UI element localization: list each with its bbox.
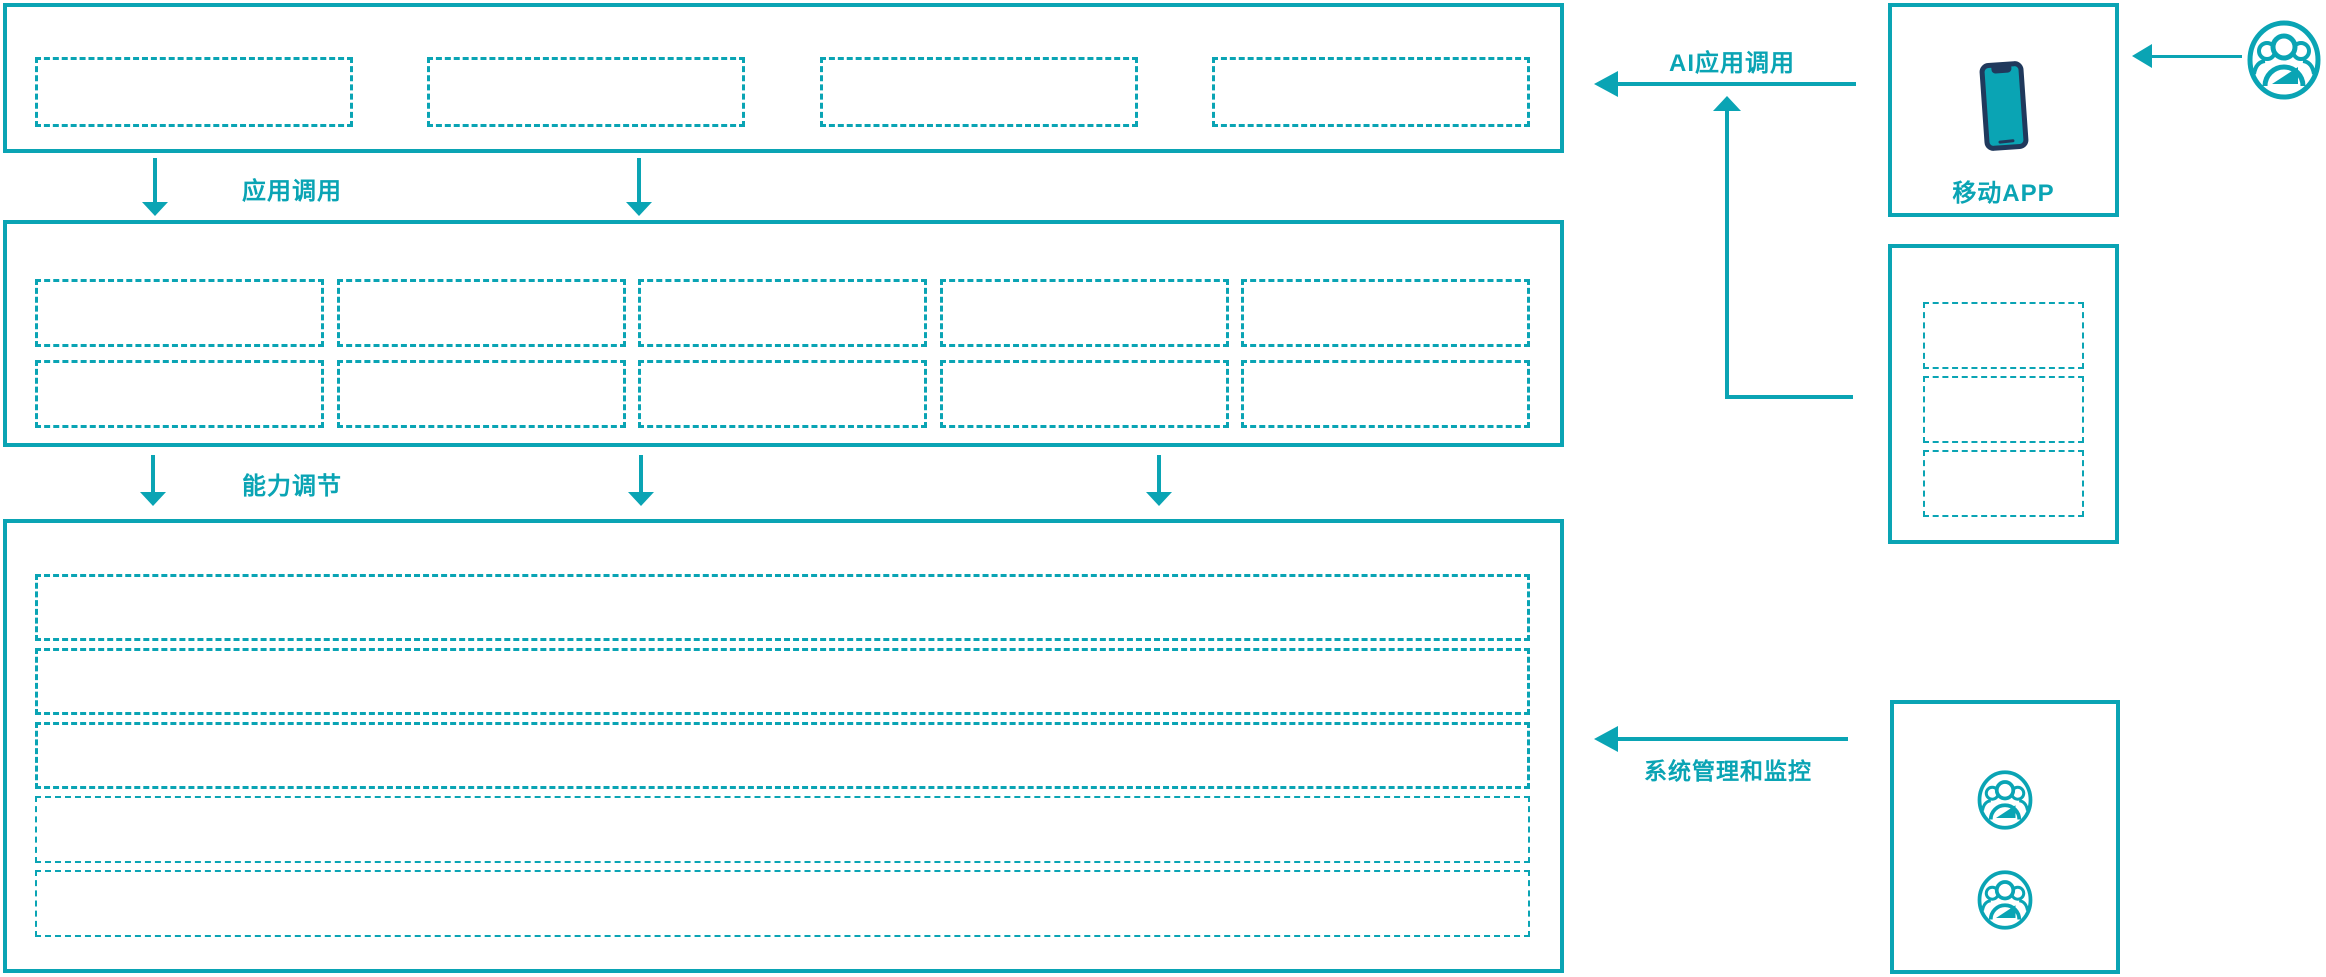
connector-elbow-segment (1726, 395, 1853, 399)
capability-placeholder-2 (336, 279, 626, 347)
arrowhead-down-icon (628, 492, 654, 506)
arrowhead-left-icon (1594, 726, 1618, 752)
label-mobile-app: 移动APP (1952, 180, 2055, 207)
platform-placeholder-2 (35, 648, 1530, 715)
application-placeholder-1 (35, 57, 353, 127)
capability-row-1 (35, 279, 1530, 347)
label-system-monitor: 系统管理和监控 (1644, 758, 1812, 784)
label-app-call: 应用调用 (242, 178, 342, 205)
arrow-down-capability-3 (1145, 455, 1173, 506)
platform-layer-placeholders (7, 523, 1560, 937)
platform-layer-box (3, 519, 1564, 973)
platform-placeholder-3 (35, 722, 1530, 789)
application-placeholder-2 (427, 57, 746, 127)
capability-layer-placeholders (7, 224, 1560, 428)
capability-layer-box (3, 220, 1564, 447)
service-placeholder-2 (1923, 376, 2084, 443)
arrowhead-down-icon (142, 202, 168, 216)
label-ai-app-call: AI应用调用 (1669, 50, 1795, 77)
capability-placeholder-9 (939, 360, 1229, 428)
platform-placeholder-5 (35, 870, 1530, 937)
arrow-up-connector (1713, 96, 1741, 399)
service-placeholder-1 (1923, 302, 2084, 369)
capability-placeholder-7 (336, 360, 626, 428)
arrow-system-monitor (1594, 726, 1848, 752)
arrow-down-app-call-1 (141, 158, 169, 216)
arrow-down-capability-2 (627, 455, 655, 506)
arrowhead-down-icon (1146, 492, 1172, 506)
services-panel (1888, 244, 2119, 544)
arrowhead-down-icon (140, 492, 166, 506)
platform-placeholder-1 (35, 574, 1530, 641)
capability-placeholder-8 (638, 360, 927, 428)
smartphone-icon (1978, 60, 2029, 152)
arrowhead-down-icon (626, 202, 652, 216)
arrow-ai-app-call (1594, 71, 1856, 97)
arrow-user-to-app (2132, 44, 2242, 68)
capability-placeholder-6 (35, 360, 324, 428)
services-placeholders (1892, 248, 2115, 517)
arrow-down-app-call-2 (625, 158, 653, 216)
capability-placeholder-10 (1241, 360, 1530, 428)
application-placeholder-3 (819, 57, 1138, 127)
users-group-icon (2247, 20, 2321, 100)
users-group-icon (1977, 770, 2033, 830)
operators-icons (1894, 704, 2116, 930)
label-capability-adjust: 能力调节 (242, 473, 342, 500)
capability-placeholder-3 (638, 279, 927, 347)
application-placeholder-4 (1211, 57, 1530, 127)
capability-placeholder-1 (35, 279, 324, 347)
capability-row-2 (35, 360, 1530, 428)
arrow-down-capability-1 (139, 455, 167, 506)
arrowhead-left-icon (2132, 44, 2152, 68)
platform-placeholder-4 (35, 796, 1530, 863)
capability-placeholder-5 (1241, 279, 1530, 347)
service-placeholder-3 (1923, 450, 2084, 517)
operators-panel (1890, 700, 2120, 974)
application-layer-placeholders (7, 7, 1560, 127)
mobile-app-panel: 移动APP (1888, 3, 2119, 217)
arrowhead-up-icon (1713, 96, 1741, 111)
users-group-icon (1977, 870, 2033, 930)
application-layer-box (3, 3, 1564, 153)
capability-placeholder-4 (939, 279, 1229, 347)
arrowhead-left-icon (1594, 71, 1618, 97)
